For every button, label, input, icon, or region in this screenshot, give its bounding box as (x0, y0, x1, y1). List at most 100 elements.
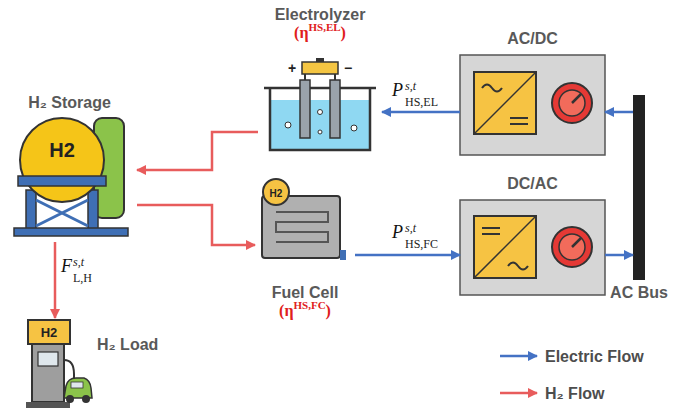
node-title: AC Bus (610, 284, 668, 301)
text-holder: Electrolyzer(ηHS,EL) (258, 6, 382, 42)
label-holder: HS,EL (405, 92, 438, 110)
dc-ac-converter (559, 234, 585, 260)
storage-tank-icon (88, 190, 98, 230)
text-holder: H₂ Storage (2, 94, 137, 112)
text-holder: H₂ Load (97, 336, 165, 354)
electrolyzer-icon (300, 80, 310, 138)
dc-ac-converter (460, 200, 605, 295)
converter-box: DC/AC (460, 200, 605, 295)
dc-ac-converter (572, 238, 581, 247)
dc-ac-converter (508, 263, 528, 270)
fuel-cell-icon (263, 179, 289, 205)
electrolyzer-icon (316, 58, 324, 62)
label-holder: H2 (41, 323, 58, 341)
hydrogen-pump-icon (38, 352, 58, 366)
electric-flow-arrow (382, 111, 460, 114)
ac-bus-bar (633, 95, 645, 280)
tank-mark: H2 (49, 139, 75, 161)
efficiency-symbol: (η (279, 302, 293, 319)
electrolyzer-icon (305, 74, 335, 80)
electric-flow-arrow (355, 254, 460, 257)
electrolyzer-icon (264, 88, 376, 150)
electrolyzer-unit: Electrolyzer(ηHS,EL) (258, 4, 382, 158)
storage-tank: H₂ Storage (2, 92, 137, 242)
hydrogen-flow-arrow (137, 132, 258, 170)
fuel-cell-mark: H2 (270, 188, 283, 199)
flow-variable-holder: P (392, 80, 403, 101)
dc-ac-converter (474, 216, 536, 278)
text-holder: DC/AC (440, 175, 625, 193)
electrolyzer-icon (285, 122, 291, 128)
text-row: (ηHS,EL) (294, 24, 346, 42)
efficiency-superscript: HS,EL (308, 21, 340, 33)
flow-variable-holder: P (392, 222, 403, 243)
electrolyzer-icon (271, 100, 369, 149)
electric-flow-arrow (605, 111, 633, 114)
dc-ac-converter (552, 227, 592, 267)
index-superscript: s,t (73, 255, 84, 269)
legend-sample-arrow (500, 392, 537, 395)
storage-tank-icon (14, 228, 128, 236)
ac-dc-converter (552, 83, 592, 123)
fuel-cell-icon (340, 250, 346, 260)
electric-flow-arrow (605, 254, 633, 257)
ac-dc-converter (474, 72, 536, 134)
legend: Electric Flow H₂ Flow (545, 338, 644, 412)
efficiency-symbol: (η (294, 24, 308, 41)
ac-dc-converter (510, 118, 528, 124)
fuel-cell-icon (276, 212, 328, 242)
electrolyzer-icon (351, 125, 357, 131)
electrolyzer-icon (330, 80, 340, 138)
text-row: AC/DC (507, 30, 558, 48)
legend-row: Electric Flow (545, 338, 644, 375)
label-holder: s,t (405, 76, 416, 94)
ac-dc-converter (572, 94, 581, 103)
dc-ac-converter (474, 216, 536, 278)
legend-row: H₂ Flow (545, 375, 644, 412)
hydrogen-pump-icon (64, 378, 92, 398)
electrolyzer-icon (302, 62, 338, 74)
label-holder: HS,FC (405, 234, 438, 252)
ac-bus-bar (633, 95, 645, 280)
node-title: Electrolyzer (275, 6, 366, 23)
label-holder: + (288, 59, 296, 77)
hydrogen-pump-icon (26, 320, 92, 408)
terminal-sign: − (344, 60, 352, 76)
efficiency-symbol: ) (326, 302, 331, 319)
legend-sample-arrow (500, 355, 537, 358)
node-title: H₂ Load (97, 336, 158, 353)
node-title: AC/DC (507, 30, 558, 47)
ac-dc-converter (474, 72, 536, 134)
ac-dc-converter (460, 55, 605, 155)
index-subscript: L,H (73, 271, 92, 285)
label-holder: − (344, 59, 352, 77)
node-title: DC/AC (507, 175, 558, 192)
index-superscript: s,t (405, 221, 416, 235)
electrolyzer-icon (318, 110, 323, 115)
ac-dc-converter (559, 90, 585, 116)
converter-box: AC/DC (460, 55, 605, 155)
text-row: (ηHS,FC) (279, 302, 331, 320)
efficiency-symbol: ) (341, 24, 346, 41)
flow-variable-holder: F (61, 256, 72, 277)
label-holder: H2 (270, 183, 283, 201)
flow-variable: P (392, 222, 403, 242)
dc-ac-converter (460, 200, 605, 295)
storage-tank-icon (14, 118, 128, 236)
text-row: DC/AC (507, 175, 558, 193)
flow-variable: P (392, 80, 403, 100)
efficiency-superscript: HS,FC (294, 299, 326, 311)
storage-tank-icon (36, 200, 88, 226)
flow-variable: F (61, 256, 72, 276)
fuel-cell-icon (262, 179, 346, 260)
hydrogen-flow-arrow (137, 205, 255, 245)
hydrogen-pump-icon (66, 395, 74, 403)
text-row: AC Bus (610, 284, 668, 302)
hydrogen-pump-icon (82, 395, 90, 403)
text-holder: AC/DC (440, 30, 625, 48)
label-holder: s,t (73, 252, 84, 270)
ac-dc-converter (482, 85, 502, 92)
index-superscript: s,t (405, 79, 416, 93)
legend-text: H₂ Flow (545, 385, 605, 403)
